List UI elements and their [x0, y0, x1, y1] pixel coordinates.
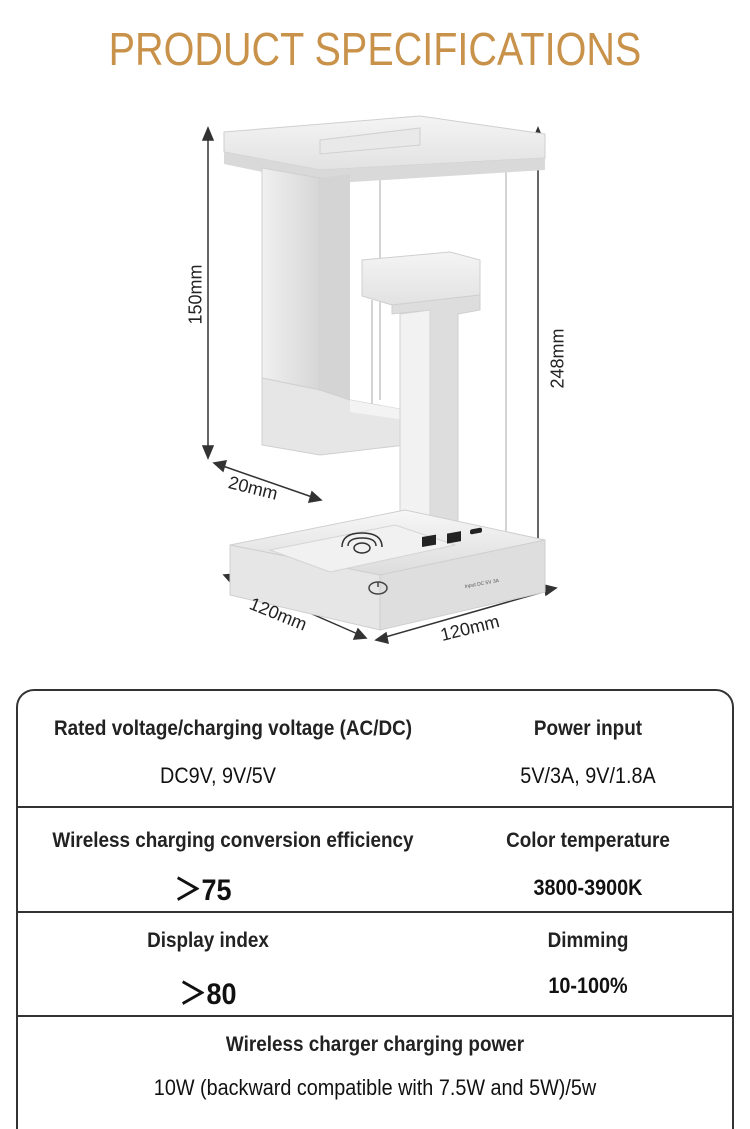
spec-label-dimming: Dimming: [547, 929, 629, 952]
spec-label-power-input: Power input: [533, 717, 643, 740]
row-divider: [18, 806, 732, 808]
usb-port-icon: [422, 534, 436, 548]
power-button-icon: [368, 581, 388, 595]
dimension-line-248: [531, 126, 545, 580]
wireless-charging-icon: [341, 532, 383, 554]
dimension-label-height-left: 150mm: [185, 264, 206, 325]
spec-table: Rated voltage/charging voltage (AC/DC) D…: [16, 689, 734, 1129]
usb-c-port-icon: [470, 527, 482, 535]
row-divider: [18, 1015, 732, 1017]
spec-label-color-temperature: Color temperature: [506, 829, 670, 852]
spec-value-rated-voltage: DC9V, 9V/5V: [160, 763, 276, 788]
spec-value-conversion-efficiency: ＞75: [174, 874, 232, 907]
spec-value-power-input: 5V/3A, 9V/1.8A: [520, 763, 656, 788]
spec-label-display-index: Display index: [147, 929, 269, 952]
dimension-line-150: [201, 126, 215, 460]
usb-port-icon: [447, 531, 461, 544]
spec-value-display-index: ＞80: [179, 978, 237, 1011]
page-title: PRODUCT SPECIFICATIONS: [108, 23, 642, 75]
row-divider: [18, 911, 732, 913]
product-illustration: Input DC 5V 3A: [201, 115, 558, 645]
spec-value-charging-power: 10W (backward compatible with 7.5W and 5…: [153, 1075, 597, 1100]
dimension-label-height-right: 248mm: [547, 328, 568, 389]
dimension-line-20: [212, 460, 323, 503]
spec-value-dimming: 10-100%: [548, 973, 628, 998]
spec-label-rated-voltage: Rated voltage/charging voltage (AC/DC): [53, 717, 413, 740]
spec-label-charging-power: Wireless charger charging power: [225, 1033, 525, 1056]
spec-label-conversion-efficiency: Wireless charging conversion efficiency: [52, 829, 414, 852]
spec-value-color-temperature: 3800-3900K: [533, 875, 643, 900]
